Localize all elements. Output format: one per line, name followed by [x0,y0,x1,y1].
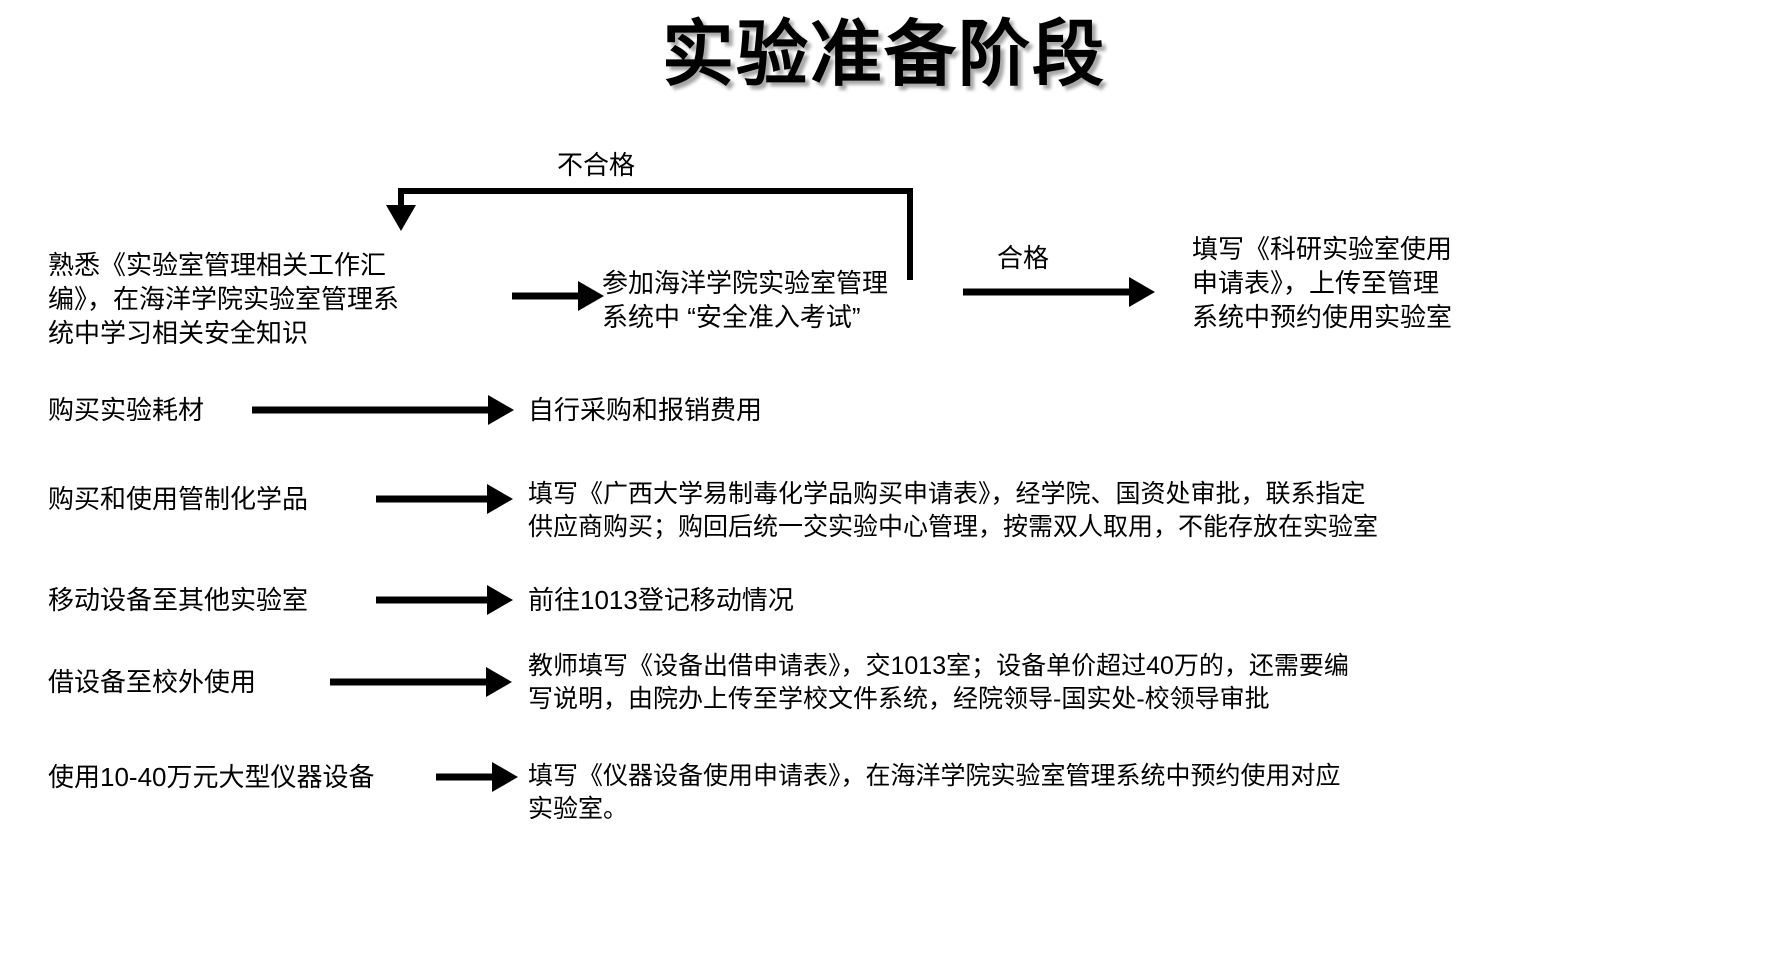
row-3-left-text: 移动设备至其他实验室 [48,585,309,615]
step-apply-text: 填写《科研实验室使用 申请表》，上传至管理 系统中预约使用实验室 [1192,234,1453,332]
loop-left-segment [398,188,404,210]
arrow-shaft [330,678,490,686]
page-title: 实验准备阶段 [661,15,1106,95]
edge-label-pass: 合格 [997,243,1050,273]
step-exam-text: 参加海洋学院实验室管理 系统中 “安全准入考试” [602,268,889,332]
row-5-left-text: 使用10-40万元大型仪器设备 [48,762,375,792]
arrow-head-icon [487,484,513,514]
arrow-head-icon [488,395,514,425]
row-2-right-text: 填写《广西大学易制毒化学品购买申请表》，经学院、国资处审批，联系指定 供应商购买… [528,480,1379,541]
loop-arrowhead-icon [386,205,416,231]
arrow-head-icon [486,667,512,697]
row-1-right-text: 自行采购和报销费用 [528,395,763,425]
arrow-head-icon [1129,277,1155,307]
arrow-head-icon [487,585,513,615]
arrow-head-icon [492,762,518,792]
arrow-shaft [376,596,491,604]
arrow-head-icon [578,281,604,311]
row-4-left-text: 借设备至校外使用 [48,667,257,697]
step-familiarize-text: 熟悉《实验室管理相关工作汇 编》，在海洋学院实验室管理系 统中学习相关安全知识 [48,250,400,348]
row-3-right-text: 前往1013登记移动情况 [528,585,794,615]
loop-right-segment [907,188,913,280]
loop-top-segment [398,188,913,194]
row-4-right-text: 教师填写《设备出借申请表》，交1013室；设备单价超过40万的，还需要编 写说明… [528,652,1349,713]
arrow-shaft [963,288,1133,296]
row-1-left-text: 购买实验耗材 [48,395,205,425]
feedback-loop-arrow [0,0,1768,300]
row-2-left-text: 购买和使用管制化学品 [48,484,309,514]
loop-label-fail: 不合格 [557,150,636,180]
arrow-shaft [376,495,491,503]
arrow-shaft [252,406,492,414]
arrow-shaft [512,292,582,300]
row-5-right-text: 填写《仪器设备使用申请表》，在海洋学院实验室管理系统中预约使用对应 实验室。 [528,762,1341,823]
arrow-shaft [436,773,496,781]
